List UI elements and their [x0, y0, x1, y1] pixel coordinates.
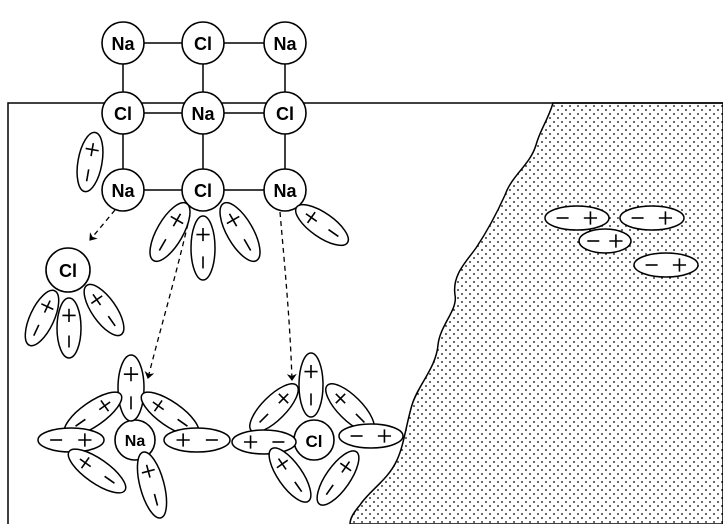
plus-sign — [658, 211, 673, 225]
plus-sign — [79, 456, 92, 469]
water-dipole — [83, 283, 125, 337]
plus-sign — [339, 461, 352, 473]
atom-na: Na — [263, 168, 307, 212]
plus-sign — [98, 399, 111, 412]
svg-text:Na: Na — [191, 104, 215, 124]
plus-sign — [123, 366, 139, 382]
plus-sign — [609, 234, 623, 248]
water-dipole — [219, 201, 261, 263]
dotted-region — [349, 102, 723, 524]
atom-cl: Cl — [263, 91, 307, 135]
svg-text:Cl: Cl — [194, 34, 212, 54]
svg-text:Cl: Cl — [276, 104, 294, 124]
water-dipole — [76, 131, 104, 193]
minus-sign — [107, 315, 116, 327]
atom-na: Na — [101, 21, 145, 65]
atom-na: Na — [101, 168, 145, 212]
minus-sign — [158, 238, 167, 251]
plus-sign — [170, 213, 184, 227]
water-dipole — [298, 352, 324, 418]
minus-sign — [259, 413, 269, 423]
minus-sign — [328, 228, 339, 238]
plus-sign — [243, 435, 258, 449]
minus-sign — [243, 238, 252, 251]
cl-hydrated-ion: Cl — [293, 419, 335, 461]
container-outline — [7, 102, 723, 524]
water-dipole — [633, 252, 699, 278]
cl-detached-ion: Cl — [45, 247, 91, 293]
atom-cl: Cl — [181, 168, 225, 212]
plus-sign — [304, 364, 318, 379]
water-dipole — [149, 201, 191, 263]
plus-sign — [78, 433, 92, 447]
water-dipole — [190, 215, 216, 281]
plus-sign — [62, 308, 76, 322]
water-dipole — [268, 447, 312, 503]
water-dipole — [316, 450, 360, 506]
water-dipole — [56, 297, 82, 359]
atom-cl: Cl — [181, 21, 225, 65]
minus-sign — [85, 169, 90, 182]
plus-sign — [672, 258, 687, 272]
svg-text:Cl: Cl — [306, 432, 323, 451]
water-dipole — [163, 427, 231, 453]
plus-sign — [335, 393, 346, 404]
water-dipole — [117, 354, 145, 422]
plus-sign — [141, 464, 155, 478]
svg-text:Na: Na — [273, 181, 297, 201]
plus-sign — [278, 393, 289, 404]
water-dipole — [294, 203, 350, 247]
water-dipole — [136, 451, 168, 519]
arrow-na-to-cl — [89, 209, 116, 241]
plus-sign — [583, 211, 598, 225]
minus-sign — [104, 475, 115, 484]
na-hydrated-ion: Na — [114, 419, 156, 461]
plus-sign — [41, 300, 54, 313]
minus-sign — [33, 324, 40, 337]
svg-text:Na: Na — [111, 34, 135, 54]
water-dipole — [578, 228, 632, 254]
svg-text:Na: Na — [273, 34, 297, 54]
arrow-cl-to-na — [144, 214, 191, 379]
water-dipole — [231, 429, 297, 455]
atom-cl: Cl — [101, 91, 145, 135]
svg-text:Cl: Cl — [194, 181, 212, 201]
svg-text:Na: Na — [111, 181, 135, 201]
minus-sign — [355, 413, 365, 423]
plus-sign — [85, 142, 99, 157]
water-dipole — [24, 289, 60, 347]
minus-sign — [294, 481, 303, 493]
minus-sign — [325, 484, 334, 496]
plus-sign — [176, 433, 190, 447]
plus-sign — [226, 213, 240, 227]
plus-sign — [305, 211, 318, 224]
plus-sign — [90, 293, 103, 306]
plus-sign — [377, 429, 392, 443]
plus-sign — [276, 458, 289, 470]
svg-text:Cl: Cl — [59, 261, 77, 281]
water-dipole — [37, 427, 105, 453]
minus-sign — [153, 493, 159, 506]
water-dipole — [619, 205, 685, 231]
plus-sign — [152, 399, 165, 412]
minus-sign — [75, 418, 86, 427]
water-dipole — [67, 448, 127, 494]
svg-text:Na: Na — [125, 433, 146, 450]
water-dipole — [544, 205, 610, 231]
atom-na: Na — [181, 91, 225, 135]
svg-text:Cl: Cl — [114, 104, 132, 124]
atom-na: Na — [263, 21, 307, 65]
water-dipole — [249, 383, 299, 433]
lattice-atoms: Na Cl Na Cl Na Cl Na Cl — [101, 21, 307, 212]
arrow-na-to-cl-hydrated — [279, 211, 297, 381]
water-dipoles — [24, 131, 699, 519]
minus-sign — [177, 418, 188, 427]
water-dipole — [338, 423, 404, 449]
plus-sign — [196, 227, 210, 242]
dissolution-arrows — [89, 209, 297, 381]
